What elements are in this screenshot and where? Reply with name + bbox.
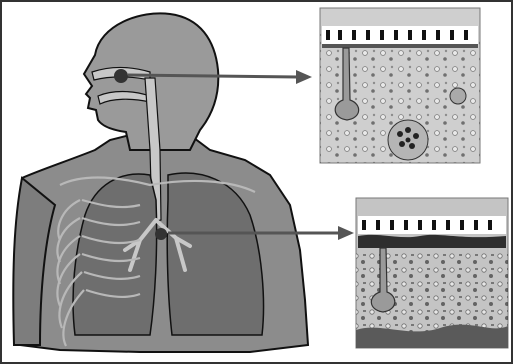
bronchial-tissue-panel [356, 198, 508, 348]
upper-airway-tissue-panel [320, 8, 480, 163]
upper-airway-marker [114, 69, 128, 83]
bronchus-marker [155, 228, 167, 240]
